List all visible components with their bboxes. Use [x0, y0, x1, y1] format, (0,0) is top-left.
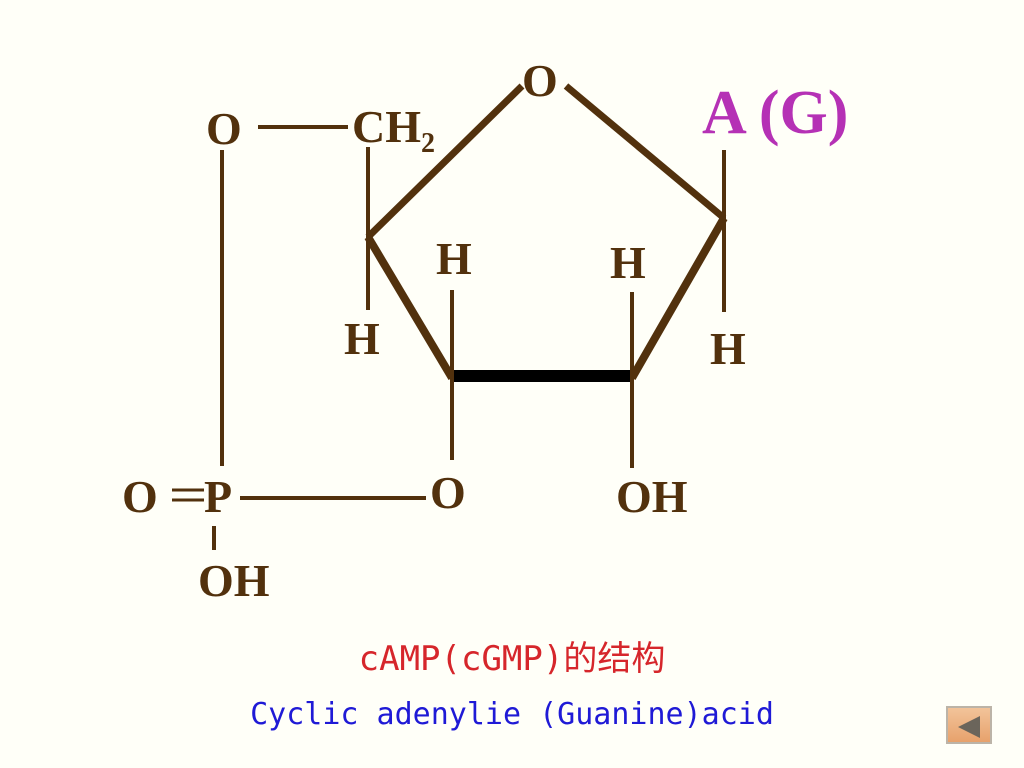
ring-oxygen-label: O [522, 55, 558, 106]
bond-ring-o-c1 [563, 83, 727, 221]
h-c3-label: H [436, 233, 472, 284]
c2-hydroxyl-label: OH [616, 471, 688, 522]
left-triangle-icon [958, 716, 980, 738]
phosphorus-label: P [204, 471, 233, 522]
h-c4-label: H [344, 313, 380, 364]
h-c2-label: H [610, 237, 646, 288]
ch2-label: CH2 [352, 104, 435, 158]
phosphate-ester-oxygen-top: O [206, 103, 242, 154]
bond-c4-c3 [364, 234, 456, 381]
bond-c1-c2 [628, 216, 728, 380]
ch2-main-text: CH [352, 101, 421, 152]
diagram-subtitle: Cyclic adenylie (Guanine)acid [250, 697, 774, 732]
phosphate-hydroxyl-label: OH [198, 555, 270, 606]
c3-oxygen-label: O [430, 467, 466, 518]
back-button[interactable] [946, 706, 992, 744]
ch2-subscript: 2 [421, 128, 435, 159]
base-label: A (G) [702, 79, 849, 147]
diagram-title: cAMP(cGMP)的结构 [358, 639, 666, 679]
phosphate-double-bond-oxygen: O [122, 471, 158, 522]
bond-c4-ring-o [365, 83, 525, 240]
h-c1-label: H [710, 323, 746, 374]
